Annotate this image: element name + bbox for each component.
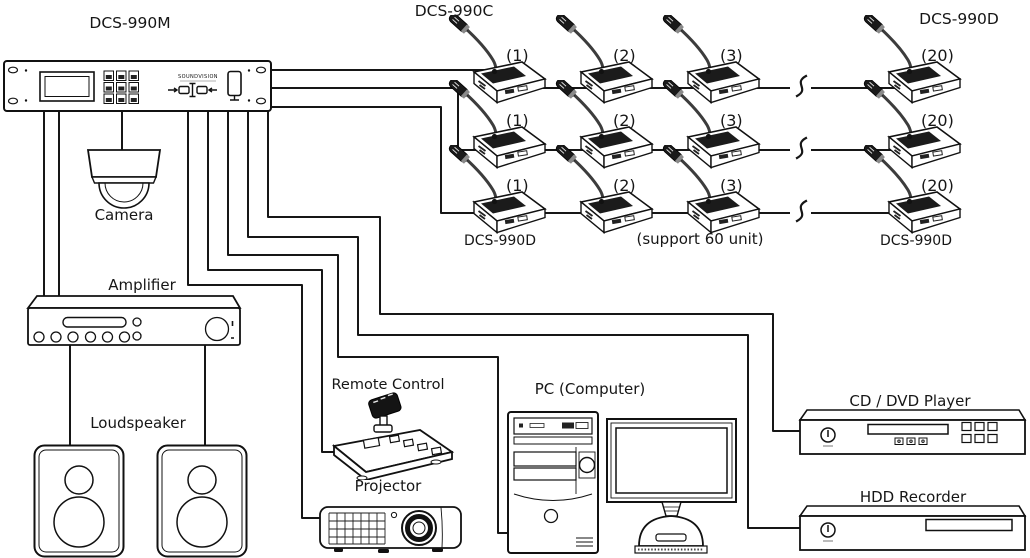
chairman-unit-label: DCS-990C <box>414 2 494 20</box>
wire-mic-row3-feed <box>271 106 503 214</box>
pc-tower-icon <box>507 411 599 554</box>
mic-unit: (3) <box>662 15 767 110</box>
main-unit-icon: SOUNDVISION <box>3 60 272 112</box>
line-break-icon <box>795 74 808 98</box>
cassette-slot <box>62 316 127 328</box>
control-knobs <box>33 316 230 343</box>
vent-grille <box>328 512 386 545</box>
wire-remote-control <box>207 111 341 453</box>
cd-dvd-player-label: CD / DVD Player <box>849 392 971 410</box>
mic-unit: (2) <box>555 145 660 240</box>
mic-unit-number: (3) <box>720 176 743 195</box>
mic-unit-number: (2) <box>613 176 636 195</box>
mic-unit-number: (2) <box>613 46 636 65</box>
mic-unit: (1) <box>448 145 553 240</box>
remote-control-label: Remote Control <box>331 377 445 393</box>
mic-unit-number: (20) <box>921 176 954 195</box>
mic-unit: (3) <box>662 80 767 175</box>
mic-unit-number: (2) <box>613 111 636 130</box>
power-button <box>820 427 836 443</box>
button-grid <box>961 421 998 444</box>
mic-unit: (20) <box>863 15 968 110</box>
wire-projector <box>187 111 323 519</box>
cd-dvd-player-icon <box>798 409 1027 455</box>
power-button <box>578 456 596 474</box>
support-note: (support 60 unit) <box>636 230 764 248</box>
joystick <box>368 392 402 419</box>
loudspeaker-left-icon <box>33 444 125 558</box>
optical-drive <box>513 417 593 435</box>
mic-unit: (20) <box>863 80 968 175</box>
disc-tray <box>925 518 1013 532</box>
delegate-unit-label-bottom-left: DCS-990D <box>464 233 536 249</box>
woofer <box>53 496 105 548</box>
mic-unit-number: (1) <box>506 111 529 130</box>
mic-unit-number: (3) <box>720 46 743 65</box>
screen <box>615 427 728 494</box>
wire-pc <box>227 111 513 534</box>
monitor-icon <box>606 418 737 554</box>
mic-unit-number: (3) <box>720 111 743 130</box>
mic-unit-number: (1) <box>506 46 529 65</box>
projector-label: Projector <box>354 477 422 495</box>
monitor-base <box>638 515 704 547</box>
disc-tray <box>867 423 949 435</box>
mic-unit: (2) <box>555 15 660 110</box>
remote-control-icon <box>331 392 455 480</box>
line-break-icon <box>795 136 808 160</box>
mic-unit: (2) <box>555 80 660 175</box>
mic-unit: (20) <box>863 145 968 240</box>
delegate-unit-label-top: DCS-990D <box>919 10 999 28</box>
connector-glyphs <box>168 82 217 98</box>
camera-label: Camera <box>94 206 154 224</box>
line-break-icon <box>795 199 808 223</box>
mic-unit-number: (1) <box>506 176 529 195</box>
mic-unit-icon <box>448 145 553 240</box>
projector-icon <box>319 506 462 553</box>
mic-unit-icon <box>662 145 767 240</box>
mic-unit-number: (20) <box>921 111 954 130</box>
tweeter <box>64 465 94 495</box>
power-button <box>820 522 836 538</box>
wire-hdd-recorder <box>247 111 805 529</box>
mic-unit-number: (20) <box>921 46 954 65</box>
mic-unit: (1) <box>448 80 553 175</box>
brand-text: SOUNDVISION <box>178 74 218 80</box>
usb-port <box>227 70 242 97</box>
small-buttons <box>894 437 928 445</box>
mic-unit-icon <box>555 145 660 240</box>
delegate-unit-label-bottom-right: DCS-990D <box>880 233 952 249</box>
loudspeaker-label: Loudspeaker <box>90 414 186 432</box>
amplifier-label: Amplifier <box>108 276 176 294</box>
mic-unit-chairman: (1) <box>448 15 553 110</box>
volume-knob <box>204 316 230 342</box>
hdd-recorder-label: HDD Recorder <box>859 488 967 506</box>
keypad-buttons <box>103 70 139 104</box>
camera-icon <box>86 149 162 209</box>
hdd-recorder-icon <box>798 505 1027 551</box>
loudspeaker-right-icon <box>156 444 248 558</box>
keys <box>362 434 443 456</box>
pc-label: PC (Computer) <box>534 380 646 398</box>
main-unit-label: DCS-990M <box>89 14 171 32</box>
amplifier-icon <box>26 295 242 346</box>
mic-unit: (3) <box>662 145 767 240</box>
wire-cd-dvd-player <box>267 111 805 432</box>
